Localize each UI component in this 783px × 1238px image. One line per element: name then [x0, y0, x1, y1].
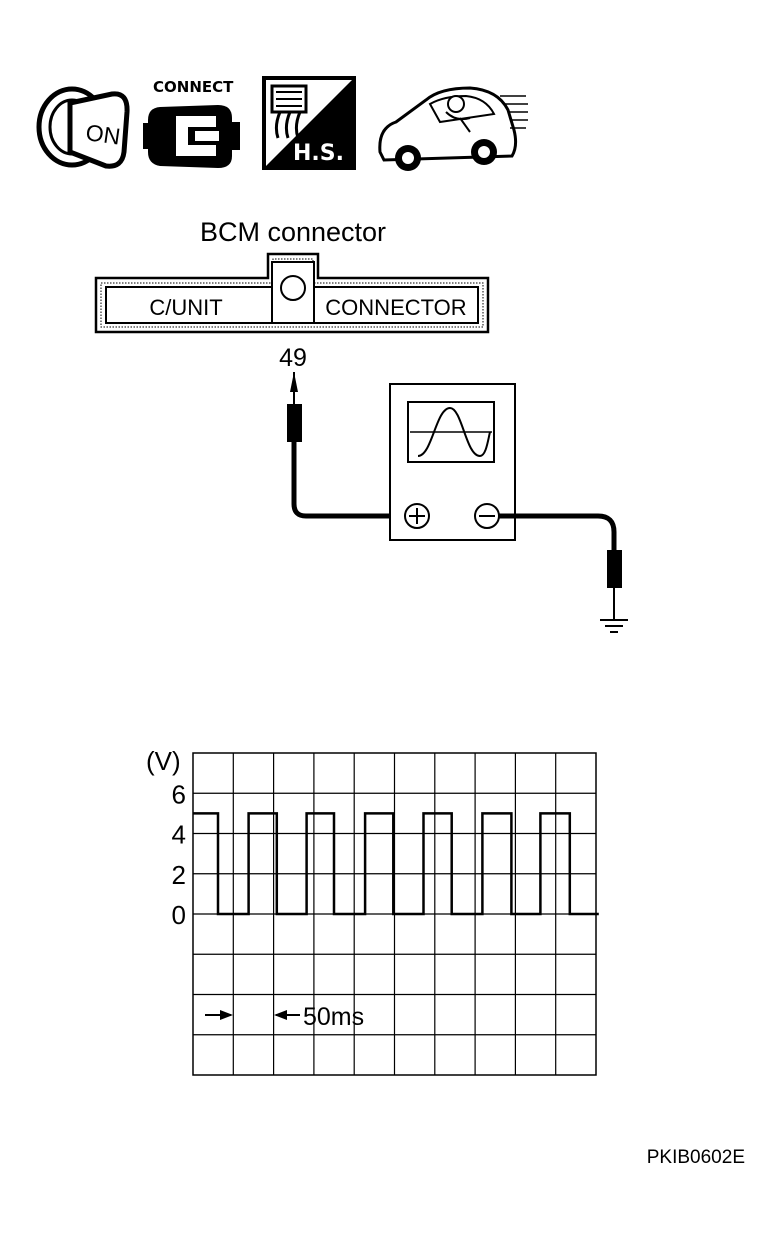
ignition-on-label: ON	[84, 119, 122, 150]
figure-code: PKIB0602E	[647, 1147, 745, 1168]
time-per-div-label: 50ms	[303, 1003, 364, 1031]
y-tick-label: 2	[172, 860, 186, 890]
connector-terminal-hole	[280, 275, 306, 301]
bcm-connector: C/UNIT CONNECTOR	[94, 252, 490, 334]
ground-icon	[600, 619, 628, 633]
y-tick-labels: 6 4 2 0	[172, 779, 186, 930]
time-scale-indicator: 50ms	[205, 1003, 364, 1031]
ignition-key-icon: ON	[36, 86, 130, 169]
negative-probe	[499, 513, 622, 620]
connect-label: CONNECT	[153, 78, 234, 96]
terminal-number: 49	[279, 344, 307, 372]
connector-title: BCM connector	[200, 217, 386, 247]
hs-label: H.S.	[293, 141, 344, 166]
waveform-trace	[193, 812, 599, 916]
harness-connector-hs-icon: H.S.	[262, 76, 356, 170]
y-tick-label: 6	[172, 779, 186, 809]
y-axis-label: (V)	[146, 746, 181, 776]
minus-terminal-icon	[474, 503, 500, 529]
car-driving-icon	[378, 86, 528, 171]
waveform-chart: (V) 6 4 2 0 50ms	[146, 746, 599, 1076]
y-tick-label: 0	[172, 900, 186, 930]
plus-terminal-icon	[404, 503, 430, 529]
connect-plug-icon: CONNECT	[143, 78, 240, 168]
oscilloscope-icon	[389, 383, 516, 541]
connector-left-label: C/UNIT	[149, 295, 222, 320]
connector-right-label: CONNECTOR	[325, 295, 466, 320]
y-tick-label: 4	[172, 820, 186, 850]
positive-probe	[287, 372, 400, 519]
